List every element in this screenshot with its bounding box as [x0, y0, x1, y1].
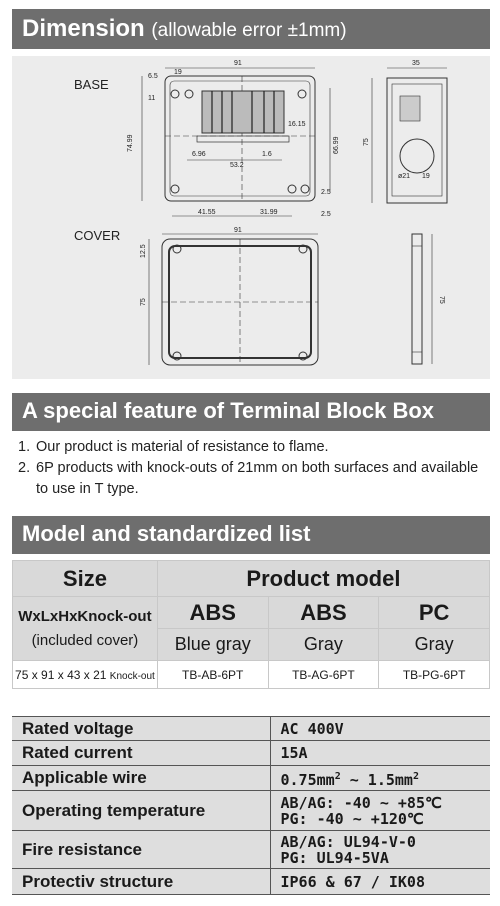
svg-text:74.99: 74.99 — [127, 134, 134, 152]
base-side-outline — [386, 77, 448, 204]
svg-text:6.96: 6.96 — [192, 151, 206, 158]
model-title: Model and standardized list — [22, 521, 311, 546]
svg-text:1.6: 1.6 — [262, 151, 272, 158]
table-row: 75 x 91 x 43 x 21 Knock-out TB-AB-6PT TB… — [12, 660, 490, 689]
base-outline — [164, 75, 316, 202]
dimension-subtitle: (allowable error ±1mm) — [151, 20, 347, 41]
svg-text:11: 11 — [148, 95, 155, 102]
dimension-header: Dimension (allowable error ±1mm) — [12, 9, 490, 49]
svg-text:2.5: 2.5 — [321, 189, 331, 196]
list-item: 1. Our product is material of resistance… — [18, 439, 329, 455]
dimension-drawing: BASE COVER 91 19 6.5 11 74.99 16.15 6.96… — [12, 56, 490, 379]
product-model-header: Product model — [156, 560, 491, 597]
svg-text:75: 75 — [140, 298, 147, 306]
feature-header: A special feature of Terminal Block Box — [12, 393, 490, 431]
svg-text:19: 19 — [174, 69, 182, 76]
size-value: 75 x 91 x 43 x 21 Knock-out — [12, 660, 158, 689]
svg-text:91: 91 — [234, 227, 242, 234]
spec-row: Protectiv structure IP66 & 67 / IK08 — [12, 868, 490, 895]
svg-text:91: 91 — [234, 60, 242, 67]
size-header: Size — [12, 560, 158, 597]
spec-row: Rated voltage AC 400V — [12, 716, 490, 741]
svg-text:41.55: 41.55 — [198, 209, 216, 216]
spec-table: Rated voltage AC 400V Rated current 15A … — [12, 716, 490, 895]
svg-text:75: 75 — [438, 296, 445, 304]
material-abs-2: ABS — [267, 596, 380, 629]
color-gray-1: Gray — [267, 628, 380, 661]
svg-text:2.5: 2.5 — [321, 211, 331, 218]
color-blue-gray: Blue gray — [156, 628, 269, 661]
svg-text:16.15: 16.15 — [288, 121, 306, 128]
model-code: TB-PG-6PT — [378, 660, 490, 689]
cover-side-outline — [411, 233, 423, 365]
cover-label: COVER — [74, 228, 120, 243]
terminal-block — [201, 90, 285, 134]
spec-row: Fire resistance AB/AG: UL94-V-0 PG: UL94… — [12, 830, 490, 869]
dims-header: WxLxHxKnock-out (included cover) — [12, 596, 158, 661]
svg-text:66.99: 66.99 — [333, 136, 340, 154]
feature-title: A special feature of Terminal Block Box — [22, 398, 435, 423]
base-label: BASE — [74, 77, 109, 92]
spec-row: Operating temperature AB/AG: -40 ~ +85℃ … — [12, 790, 490, 831]
feature-list: 1. Our product is material of resistance… — [18, 437, 488, 500]
spec-row: Rated current 15A — [12, 740, 490, 766]
svg-text:ø21: ø21 — [398, 173, 410, 180]
svg-text:75: 75 — [363, 138, 370, 146]
model-code: TB-AG-6PT — [267, 660, 380, 689]
dimension-title: Dimension — [22, 15, 145, 42]
svg-text:31.99: 31.99 — [260, 209, 278, 216]
model-header: Model and standardized list — [12, 516, 490, 554]
svg-text:6.5: 6.5 — [148, 73, 158, 80]
spec-row: Applicable wire 0.75mm2 ~ 1.5mm2 — [12, 765, 490, 791]
svg-text:35: 35 — [412, 60, 420, 67]
svg-text:19: 19 — [422, 173, 430, 180]
material-pc: PC — [378, 596, 490, 629]
model-code: TB-AB-6PT — [156, 660, 269, 689]
svg-text:12.5: 12.5 — [140, 244, 147, 258]
material-abs-1: ABS — [156, 596, 269, 629]
model-table: Size Product model WxLxHxKnock-out (incl… — [12, 560, 491, 689]
svg-text:53.2: 53.2 — [230, 162, 244, 169]
list-item: 2. 6P products with knock-outs of 21mm o… — [18, 460, 479, 497]
color-gray-2: Gray — [378, 628, 490, 661]
